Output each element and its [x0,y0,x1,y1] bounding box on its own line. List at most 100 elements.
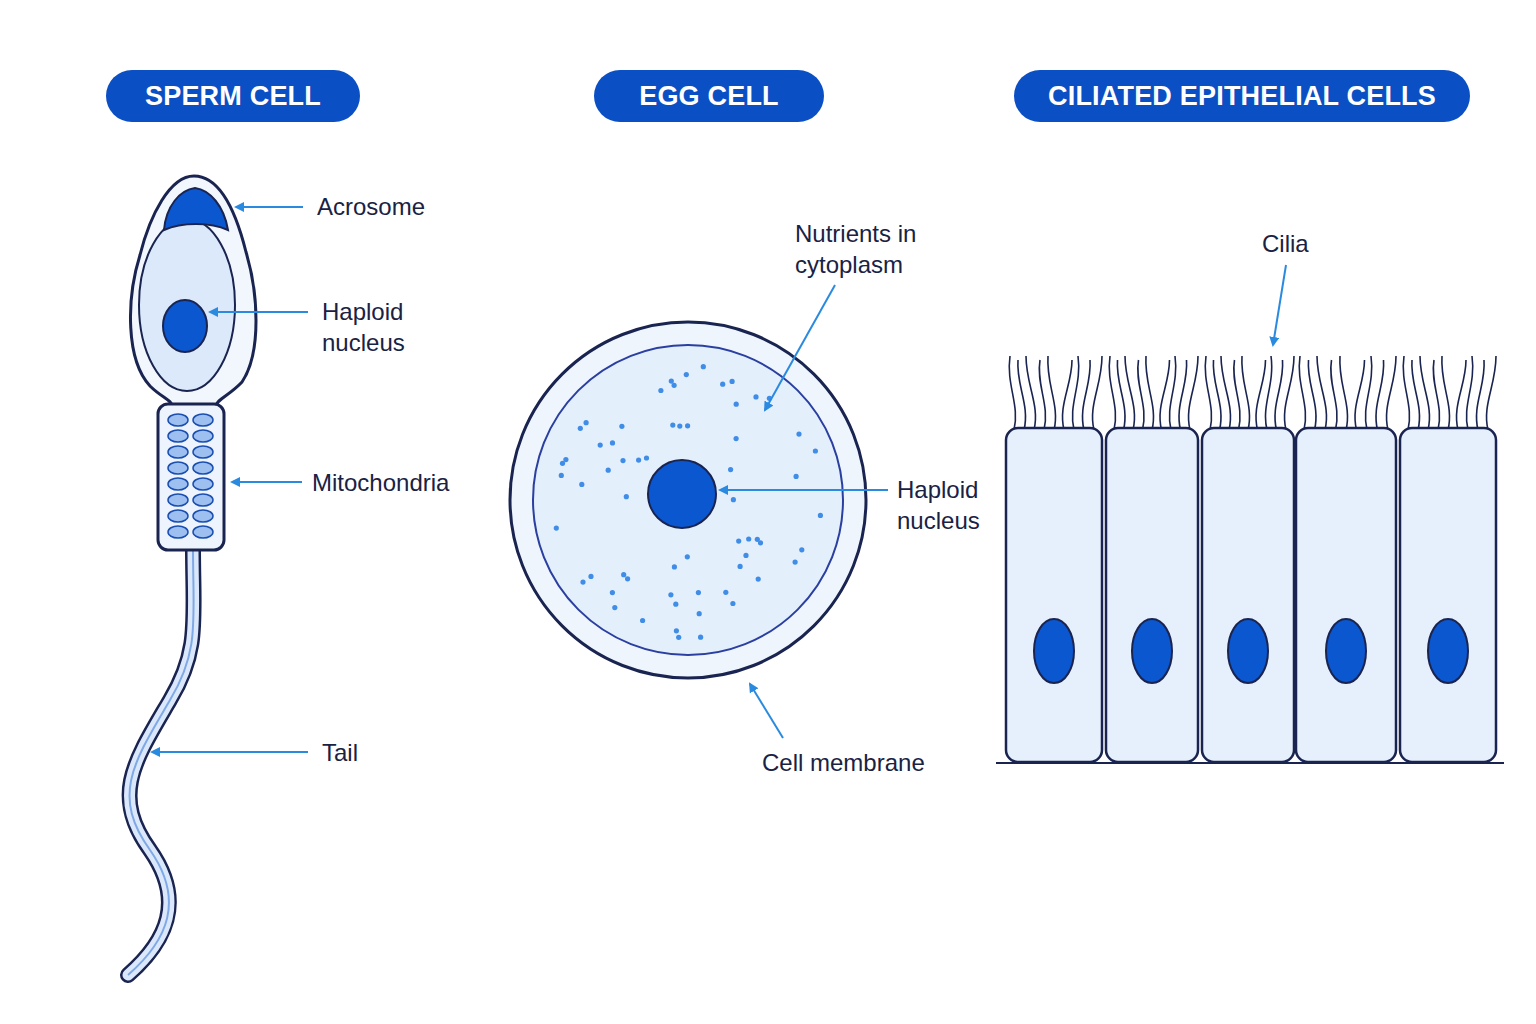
leader-line [232,481,302,483]
nutrient-dot [672,564,677,569]
nutrient-dot [670,423,675,428]
cilium [1117,360,1125,430]
cilium [1265,356,1271,430]
cilium [1442,356,1450,430]
cilium [1331,360,1337,430]
nutrient-dots [554,364,823,640]
nutrient-dot [818,513,823,518]
sperm-nucleus [163,300,207,352]
cilium [1340,356,1348,430]
epithelial-cell [1400,428,1496,762]
mitochondrion [168,430,188,442]
leader-line [750,684,783,738]
part-label: Nutrients in cytoplasm [795,218,960,280]
nutrient-dot [698,635,703,640]
cilium [1072,356,1078,430]
nutrient-dot [728,467,733,472]
sperm-tail-core [128,548,194,975]
nutrient-dot [799,547,804,552]
cilium [1487,356,1496,430]
cilium [1234,360,1240,430]
cilium [1457,360,1466,430]
cilium [1355,360,1364,430]
cilium [1466,356,1472,430]
cilium [1285,356,1294,430]
nutrient-dot [619,424,624,429]
heading-pill: EGG CELL [594,70,824,122]
leader-line [236,206,303,208]
nutrient-dot [677,424,682,429]
cilium [1160,360,1169,430]
nutrient-dot [697,611,702,616]
mitochondrion [168,478,188,490]
cell-nucleus [1034,619,1074,683]
nutrient-dot [734,436,739,441]
cilium [1403,356,1409,430]
nutrient-dot [625,576,630,581]
epithelial-cell [1296,428,1396,762]
nutrient-dot [753,394,758,399]
leader-line [152,751,308,753]
sperm-tail [128,548,194,975]
cilium [1189,356,1198,430]
nutrient-dot [624,494,629,499]
sperm-tail-inner [128,548,194,975]
cilium [1387,356,1396,430]
nutrient-dot [756,577,761,582]
cilium [1213,360,1221,430]
nutrient-dot [723,590,728,595]
nutrient-dot [621,572,626,577]
cell-nucleus [1326,619,1366,683]
leader-line [210,311,308,313]
mitochondrion [168,526,188,538]
egg-illustration [510,285,888,738]
sperm-head [131,176,256,406]
part-label: Haploid nucleus [897,474,1007,536]
nutrient-dot [701,364,706,369]
cilium [1138,360,1144,430]
mitochondrion [193,526,213,538]
nutrient-dot [674,628,679,633]
nutrient-dot [588,574,593,579]
cilium [1433,360,1439,430]
nutrient-dot [676,635,681,640]
cilium [1082,360,1090,430]
cilium [1039,360,1045,430]
heading-pill: SPERM CELL [106,70,360,122]
cilium [1125,356,1134,430]
mitochondrion [193,446,213,458]
part-label: Cilia [1262,228,1382,259]
cilium [1317,356,1326,430]
sperm-illustration [128,176,308,975]
mitochondrion [193,494,213,506]
nutrient-dot [793,560,798,565]
cilium [1299,356,1305,430]
cell-nucleus [1428,619,1468,683]
nutrient-dot [636,458,641,463]
nutrient-dot [746,536,751,541]
mitochondrion [193,414,213,426]
mitochondrion [193,478,213,490]
mitochondrion [193,430,213,442]
part-label: Haploid nucleus [322,296,432,358]
egg-cytoplasm [533,345,843,655]
nutrient-dot [673,602,678,607]
leader-line [720,489,888,491]
nutrient-dot [755,537,760,542]
cilium [1256,360,1265,430]
nutrient-dot [598,443,603,448]
nutrient-dot [559,473,564,478]
nutrient-dot [606,468,611,473]
nutrient-dot [730,601,735,606]
nutrient-dot [734,402,739,407]
cilium [1205,356,1211,430]
mitochondrion [168,494,188,506]
acrosome [164,188,228,230]
cilium [1412,360,1420,430]
part-label: Acrosome [317,191,517,222]
nutrient-dot [668,592,673,597]
mitochondrion [168,510,188,522]
cilium [1063,360,1072,430]
nutrient-dot [610,590,615,595]
cilium [1242,356,1250,430]
